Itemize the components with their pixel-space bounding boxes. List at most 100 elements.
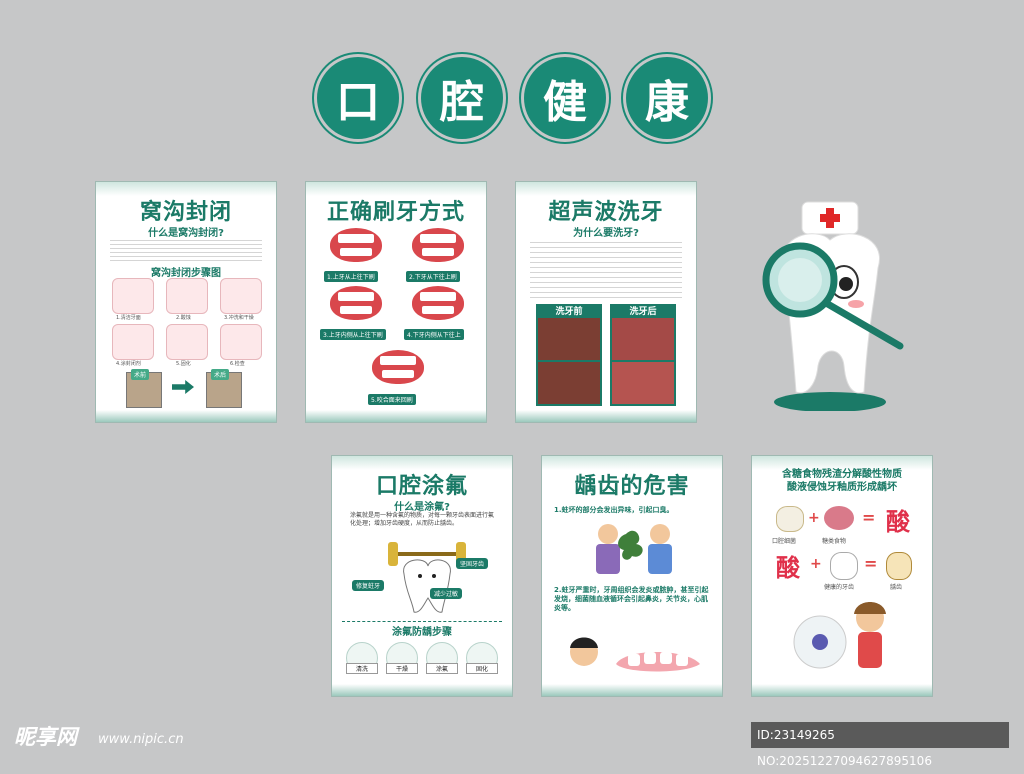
- steps-title: 涂氟防龋步骤: [392, 627, 452, 638]
- plus-icon: +: [808, 510, 820, 526]
- after-label: 术后: [211, 369, 230, 380]
- before-label: 术前: [131, 369, 150, 380]
- panel-bottom-bar: [542, 684, 722, 696]
- panel-subtitle: 什么是涂氟?: [394, 502, 450, 513]
- step-illustration: [220, 324, 262, 360]
- panel-caries-formation: 含糖食物残渣分解酸性物质 酸液侵蚀牙釉质形成龋坏 + = 酸 口腔细菌 糖类食物…: [751, 455, 933, 697]
- title-line: 酸液侵蚀牙釉质形成龋坏: [787, 482, 897, 493]
- harm-point-1: 1.蛀坏的部分会发出异味，引起口臭。: [554, 506, 674, 514]
- header-char-circle: 口: [317, 57, 399, 139]
- harm-point-2: 2.蛀牙严重时，牙周组织会发炎或脓肿，甚至引起发烧，细菌随血液循环会引起鼻炎，关…: [554, 586, 709, 612]
- bacteria-tooth-icon: [776, 506, 804, 532]
- step-label: 3.上牙内侧从上往下刷: [320, 329, 386, 340]
- step-caption: 5.固化: [176, 361, 191, 367]
- body-text-block: [110, 237, 262, 261]
- acid-text: 酸: [776, 554, 800, 582]
- panel-bottom-bar: [96, 410, 276, 422]
- before-label: 洗牙前: [536, 304, 602, 317]
- panel-top-bar: [306, 182, 486, 196]
- panel-title: 超声波洗牙: [548, 200, 664, 225]
- title-line: 含糖食物残渣分解酸性物质: [782, 469, 902, 480]
- panel-bottom-bar: [306, 410, 486, 422]
- step-caption: 3.冲洗和干燥: [224, 315, 254, 321]
- image-id-bar: ID:23149265 NO:20251227094627895106: [751, 722, 1009, 768]
- mouth-illustration: [412, 228, 464, 262]
- plus-icon: +: [810, 556, 822, 572]
- header-char: 康: [645, 77, 689, 128]
- teeth-photo-after: [610, 316, 676, 362]
- panel-pit-fissure-sealing: 窝沟封闭 什么是窝沟封闭? 窝沟封闭步骤图 1.清洁牙面 2.酸蚀 3.冲洗和干…: [95, 181, 277, 423]
- after-label: 洗牙后: [610, 304, 676, 317]
- decayed-tooth-icon: [886, 552, 912, 580]
- step-label: 清洗: [346, 663, 378, 674]
- item-label: 龋齿: [890, 584, 903, 591]
- step-illustration: [166, 278, 208, 314]
- mouth-illustration: [372, 350, 424, 384]
- benefit-tag: 坚固牙齿: [456, 558, 489, 569]
- arrow-right-icon: [172, 380, 194, 394]
- panel-top-bar: [752, 456, 932, 470]
- panel-caries-harm: 龋齿的危害 1.蛀坏的部分会发出异味，引起口臭。 2.蛀牙严重时，牙周组织会发炎…: [541, 455, 723, 697]
- equals-icon: =: [864, 554, 878, 573]
- header-char: 腔: [440, 77, 484, 128]
- step-illustration: [112, 324, 154, 360]
- panel-bottom-bar: [332, 684, 512, 696]
- strong-tooth-illustration: [388, 542, 466, 613]
- header-char-circle: 康: [626, 57, 708, 139]
- mouth-illustration: [330, 228, 382, 262]
- panel-subtitle: 为什么要洗牙?: [573, 228, 639, 239]
- watermark-brand: 昵享网: [14, 725, 77, 749]
- panel-top-bar: [332, 456, 512, 470]
- healthy-tooth-icon: [830, 552, 858, 580]
- panel-title: 口腔涂氟: [375, 474, 468, 499]
- item-label: 口腔细菌: [772, 538, 797, 545]
- panel-top-bar: [542, 456, 722, 470]
- teeth-photo-before: [536, 360, 602, 406]
- benefit-tag: 减少过敏: [430, 588, 463, 599]
- panel-bottom-bar: [752, 684, 932, 696]
- after-photo: 术后: [206, 369, 242, 408]
- mouth-illustration: [330, 286, 382, 320]
- bad-breath-illustration: [596, 524, 672, 574]
- panel-fluoride-application: 口腔涂氟 什么是涂氟? 涂氟就是用一种含氟的物质，对每一颗牙齿表面进行氟化处理；…: [331, 455, 513, 697]
- step-label: 涂氟: [426, 663, 458, 674]
- header-char: 口: [336, 77, 380, 128]
- panel-ultrasonic-cleaning: 超声波洗牙 为什么要洗牙? 洗牙前 洗牙后: [515, 181, 697, 423]
- step-caption: 1.清洁牙面: [116, 315, 141, 321]
- step-caption: 2.酸蚀: [176, 315, 191, 321]
- divider: [342, 621, 502, 623]
- header-char-circle: 健: [524, 57, 606, 139]
- step-label: 2.下牙从下往上刷: [406, 271, 460, 282]
- teeth-photo-before: [536, 316, 602, 362]
- equals-icon: =: [862, 508, 876, 527]
- body-text-block: [530, 238, 682, 298]
- panel-top-bar: [516, 182, 696, 196]
- panel-top-bar: [96, 182, 276, 196]
- panel-subtitle: 什么是窝沟封闭?: [148, 228, 224, 239]
- steps-title: 窝沟封闭步骤图: [151, 268, 221, 279]
- teeth-photo-after: [610, 360, 676, 406]
- step-caption: 6.检查: [230, 361, 245, 367]
- acid-text: 酸: [886, 508, 910, 536]
- step-label: 固化: [466, 663, 498, 674]
- step-label: 干燥: [386, 663, 418, 674]
- step-label: 4.下牙内侧从下往上: [404, 329, 464, 340]
- mouth-illustration: [412, 286, 464, 320]
- sweets-icon: [824, 506, 854, 530]
- panel-title: 含糖食物残渣分解酸性物质 酸液侵蚀牙釉质形成龋坏: [752, 468, 932, 494]
- before-photo: 术前: [126, 369, 162, 408]
- toothache-girl-illustration: [793, 602, 886, 669]
- header-char: 健: [543, 77, 587, 128]
- tooth-mascot-illustration: [762, 201, 904, 411]
- panel-title: 龋齿的危害: [574, 474, 690, 499]
- panel-title: 窝沟封闭: [139, 200, 232, 225]
- step-label: 1.上牙从上往下刷: [324, 271, 378, 282]
- fluoride-description: 涂氟就是用一种含氟的物质，对每一颗牙齿表面进行氟化处理；增加牙齿硬度，从而防止龋…: [350, 512, 495, 527]
- panel-title: 正确刷牙方式: [326, 200, 465, 225]
- step-caption: 4.涂封闭剂: [116, 361, 141, 367]
- panel-correct-brushing: 正确刷牙方式 1.上牙从上往下刷 2.下牙从下往上刷 3.上牙内侧从上往下刷 4…: [305, 181, 487, 423]
- item-label: 健康的牙齿: [824, 584, 855, 591]
- item-label: 糖类食物: [822, 538, 847, 545]
- benefit-tag: 修复蛀牙: [352, 580, 385, 591]
- step-illustration: [166, 324, 208, 360]
